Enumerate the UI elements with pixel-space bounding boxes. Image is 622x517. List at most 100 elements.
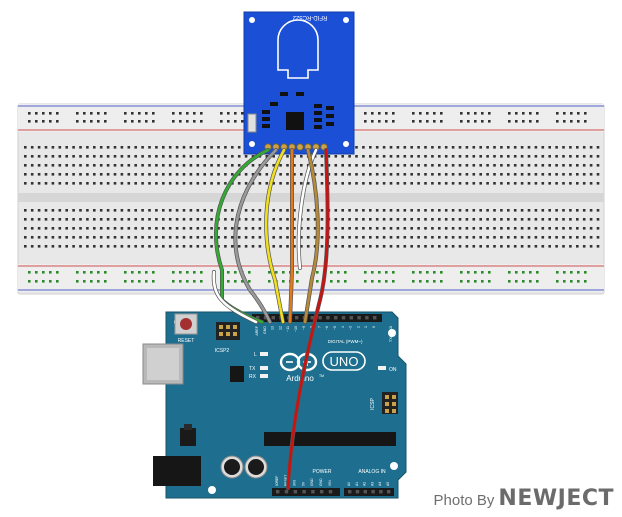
breadboard-hole xyxy=(179,120,182,123)
wire-yellow xyxy=(264,148,286,324)
breadboard-hole xyxy=(541,182,545,185)
icsp-pin xyxy=(392,402,396,406)
breadboard-hole xyxy=(444,182,448,185)
breadboard-hole xyxy=(113,164,117,167)
breadboard-hole xyxy=(182,146,186,149)
breadboard-hole xyxy=(536,271,539,274)
breadboard-hole xyxy=(258,182,262,185)
breadboard-hole xyxy=(396,218,400,221)
rfid-label: RFID-RC522 xyxy=(292,14,327,20)
breadboard-hole xyxy=(162,218,165,221)
breadboard-hole xyxy=(541,218,545,221)
breadboard-hole xyxy=(458,173,462,176)
breadboard-hole xyxy=(589,146,593,149)
breadboard-hole xyxy=(362,164,365,167)
breadboard-hole xyxy=(200,112,203,115)
breadboard-hole xyxy=(296,271,299,274)
breadboard-hole xyxy=(410,173,413,176)
breadboard-hole xyxy=(189,218,193,221)
breadboard-hole xyxy=(124,112,127,115)
breadboard-hole xyxy=(134,182,137,185)
icsp2-label: ICSP2 xyxy=(215,348,230,354)
breadboard-hole xyxy=(527,164,531,167)
breadboard-hole xyxy=(589,164,593,167)
breadboard-hole xyxy=(403,236,407,239)
breadboard-hole xyxy=(474,120,477,123)
breadboard-hole xyxy=(203,146,206,149)
breadboard-hole xyxy=(30,245,34,248)
breadboard-hole xyxy=(24,155,27,158)
icsp-pin xyxy=(392,395,396,399)
breadboard-hole xyxy=(44,173,48,176)
breadboard-hole xyxy=(106,164,110,167)
breadboard-hole xyxy=(403,164,407,167)
breadboard-hole xyxy=(417,155,420,158)
breadboard-hole xyxy=(481,112,484,115)
breadboard-hole xyxy=(355,245,358,248)
breadboard-hole xyxy=(424,155,427,158)
breadboard-hole xyxy=(417,209,420,212)
breadboard-hole xyxy=(465,155,469,158)
breadboard-hole xyxy=(451,146,455,149)
breadboard-hole xyxy=(168,155,172,158)
breadboard-hole xyxy=(51,236,55,239)
reset-button-cap[interactable] xyxy=(180,318,192,330)
breadboard-hole xyxy=(106,182,110,185)
breadboard-hole xyxy=(196,236,200,239)
breadboard-hole xyxy=(42,112,45,115)
breadboard-hole xyxy=(534,227,538,230)
breadboard-hole xyxy=(582,245,586,248)
breadboard-hole xyxy=(419,271,422,274)
breadboard-hole xyxy=(258,173,262,176)
breadboard-hole xyxy=(35,112,38,115)
breadboard-hole xyxy=(134,173,137,176)
breadboard-hole xyxy=(179,271,182,274)
breadboard-hole xyxy=(548,227,551,230)
breadboard-hole xyxy=(541,173,545,176)
photo-credit: Photo By NEWJECT xyxy=(434,486,614,511)
breadboard-hole xyxy=(79,218,82,221)
breadboard-hole xyxy=(251,164,255,167)
power-header xyxy=(272,488,340,496)
breadboard-hole xyxy=(251,227,255,230)
breadboard-hole xyxy=(371,120,374,123)
breadboard-hole xyxy=(58,227,62,230)
dc-power-jack xyxy=(153,456,201,486)
breadboard-hole xyxy=(86,164,89,167)
breadboard-hole xyxy=(548,182,551,185)
breadboard-hole xyxy=(472,245,476,248)
breadboard-hole xyxy=(28,112,31,115)
breadboard-hole xyxy=(237,164,241,167)
breadboard-hole xyxy=(534,245,538,248)
breadboard-hole xyxy=(488,120,491,123)
analog-pin-label: A1 xyxy=(355,482,359,486)
breadboard-hole xyxy=(522,120,525,123)
breadboard-hole xyxy=(127,236,131,239)
breadboard-hole xyxy=(58,218,62,221)
breadboard-hole xyxy=(168,209,172,212)
breadboard-hole xyxy=(362,218,365,221)
breadboard-hole xyxy=(141,209,144,212)
breadboard-hole xyxy=(37,245,41,248)
breadboard-hole xyxy=(529,120,532,123)
breadboard-hole xyxy=(444,236,448,239)
breadboard-hole xyxy=(541,155,545,158)
breadboard-hole xyxy=(334,164,338,167)
breadboard-hole xyxy=(30,236,34,239)
breadboard-hole xyxy=(293,173,296,176)
breadboard-hole xyxy=(286,245,289,248)
breadboard-hole xyxy=(320,227,324,230)
breadboard-hole xyxy=(481,280,484,283)
breadboard-hole xyxy=(355,182,358,185)
breadboard-hole xyxy=(296,280,299,283)
breadboard-hole xyxy=(168,182,172,185)
breadboard-hole xyxy=(300,245,303,248)
breadboard-hole xyxy=(431,164,434,167)
breadboard-hole xyxy=(93,164,96,167)
breadboard-hole xyxy=(320,173,324,176)
breadboard-hole xyxy=(548,236,551,239)
breadboard-hole xyxy=(570,271,573,274)
breadboard-hole xyxy=(51,209,55,212)
breadboard-hole xyxy=(527,146,531,149)
breadboard-hole xyxy=(382,245,386,248)
